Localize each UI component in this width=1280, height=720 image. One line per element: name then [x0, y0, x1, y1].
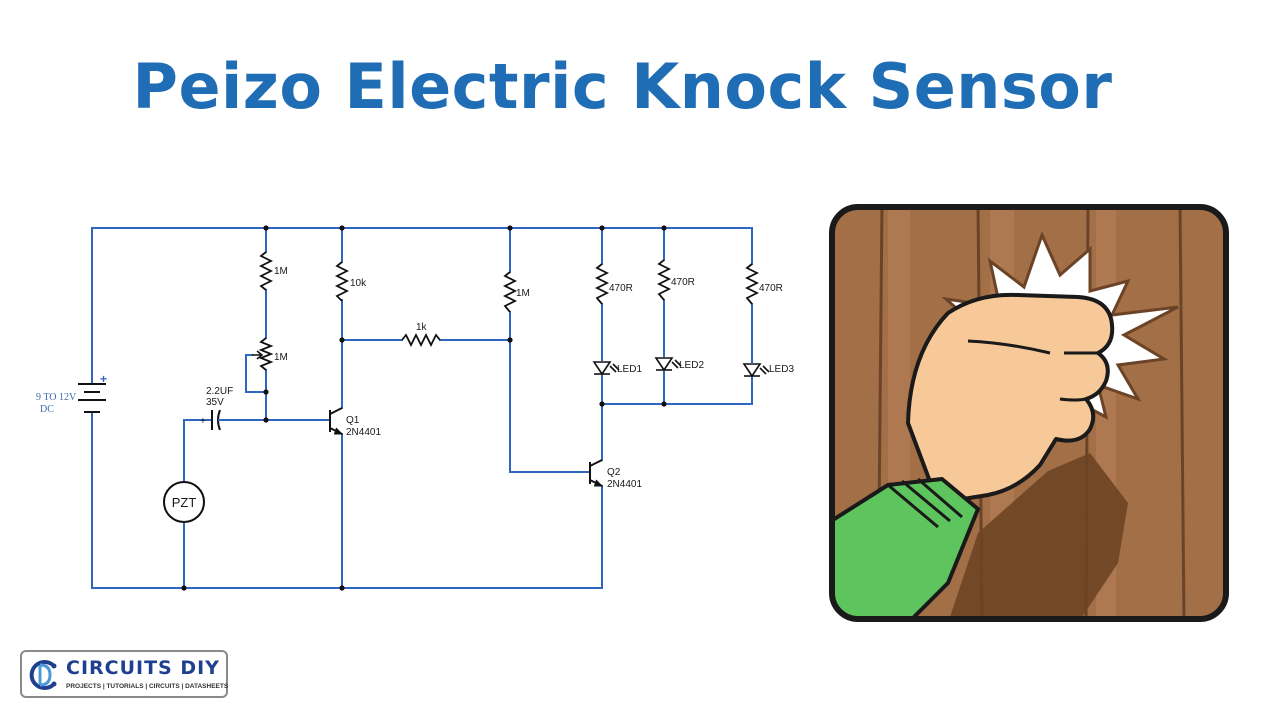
r-base-label: 1k [416, 322, 428, 333]
led-1 [592, 361, 620, 376]
potentiometer-wiper [252, 350, 264, 360]
led1-label: LED1 [617, 364, 642, 375]
cap-polarity: + [200, 416, 206, 427]
fist [906, 292, 1115, 505]
resistor-led2 [656, 259, 672, 301]
circuits-diy-logo[interactable]: CIRCUITS DIY PROJECTS | TUTORIALS | CIRC… [20, 650, 228, 698]
piezo-label: PZT [172, 495, 197, 510]
q1-part-label: 2N4401 [346, 427, 381, 438]
transistor-q2 [589, 459, 604, 487]
arm-shadow [948, 453, 1128, 619]
battery-polarity: + [100, 372, 107, 386]
r-led2-label: 470R [671, 277, 695, 288]
r-bias-label: 1M [516, 288, 530, 299]
r-collector-label: 10k [350, 278, 367, 289]
capacitor [206, 409, 236, 431]
led2-label: LED2 [679, 360, 704, 371]
pot-label: 1M [274, 352, 288, 363]
transistor-q1 [329, 407, 344, 435]
logo-tagline: PROJECTS | TUTORIALS | CIRCUITS | DATASH… [66, 683, 229, 690]
led3-label: LED3 [769, 364, 794, 375]
q2-part-label: 2N4401 [607, 479, 642, 490]
led-2 [654, 357, 682, 372]
circuits-diy-logo-icon [29, 660, 57, 690]
r1-label: 1M [274, 266, 288, 277]
supply-voltage-label: 9 TO 12V [36, 392, 77, 403]
potentiometer [258, 337, 274, 371]
wires [91, 227, 753, 589]
resistor-bias [502, 271, 518, 313]
q2-ref-label: Q2 [607, 467, 621, 478]
resistor-collector [334, 261, 350, 302]
battery-symbol [78, 383, 106, 413]
junction-dots [181, 225, 667, 591]
resistor-led3 [744, 263, 760, 305]
logo-name: CIRCUITS DIY [66, 657, 220, 679]
circuit-schematic: + 9 TO 12V DC 1M 1M + 2.2UF 35V PZT 10k … [36, 225, 794, 591]
q1-ref-label: Q1 [346, 415, 360, 426]
r-led1-label: 470R [609, 283, 633, 294]
cap-value-label: 2.2UF [206, 386, 233, 397]
supply-type-label: DC [40, 404, 54, 415]
led-3 [742, 363, 770, 378]
resistor-led1 [594, 263, 610, 305]
r-led3-label: 470R [759, 283, 783, 294]
resistor-base [401, 332, 441, 348]
fist-knocking-door-icon [829, 204, 1229, 622]
cap-voltage-label: 35V [206, 397, 224, 408]
resistor-r1 [258, 251, 274, 291]
page-title: Peizo Electric Knock Sensor [132, 50, 1113, 123]
piezo-sensor [163, 481, 205, 523]
